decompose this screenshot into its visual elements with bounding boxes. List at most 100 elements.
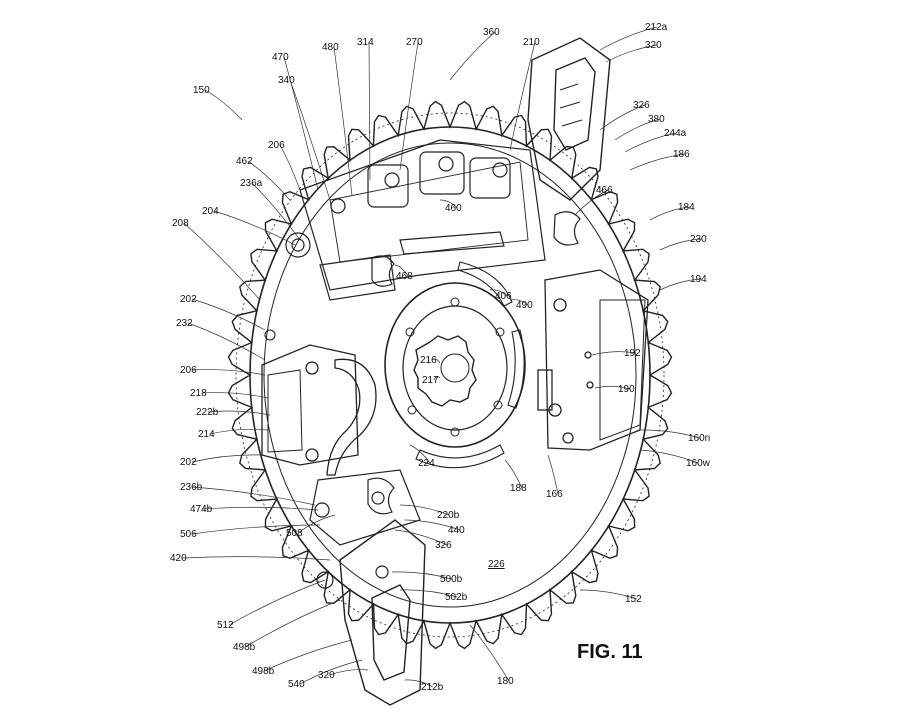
ref-150: 150 <box>193 85 210 96</box>
ref-490: 490 <box>516 300 533 311</box>
leader-line <box>333 46 353 196</box>
ref-470: 470 <box>272 52 289 63</box>
left-actuator <box>261 344 377 476</box>
ref-230: 230 <box>690 234 707 245</box>
ref-326: 326 <box>435 540 452 551</box>
figure-caption: FIG. 11 <box>577 641 643 663</box>
leader-line <box>244 599 341 648</box>
ref-212a: 212a <box>645 22 668 33</box>
ref-270: 270 <box>406 37 423 48</box>
leader-line <box>624 132 677 153</box>
leader-line <box>394 264 409 277</box>
leader-line <box>191 369 266 376</box>
ref-244a: 244a <box>664 128 687 139</box>
leader-line <box>489 289 508 297</box>
leader-line <box>279 144 301 191</box>
leader-line <box>639 449 699 464</box>
ref-210: 210 <box>523 37 540 48</box>
ref-236a: 236a <box>240 178 263 189</box>
leader-line <box>547 454 559 495</box>
ref-236b: 236b <box>180 482 203 493</box>
ref-474b: 474b <box>190 504 213 515</box>
ref-204: 204 <box>202 206 219 217</box>
leader-line <box>191 298 266 331</box>
ref-188: 188 <box>510 483 527 494</box>
spider-hub <box>384 282 526 448</box>
leader-line <box>659 278 703 291</box>
leader-line <box>209 428 269 435</box>
ref-440: 440 <box>448 525 465 536</box>
chainring-slots <box>264 261 525 469</box>
ref-226: 226 <box>488 559 505 570</box>
leader-line <box>579 589 638 600</box>
leader-line <box>629 153 686 171</box>
ref-152: 152 <box>625 594 642 605</box>
leader-line <box>504 459 523 489</box>
ref-202: 202 <box>180 294 197 305</box>
leader-line <box>191 524 321 535</box>
leader-line <box>391 571 453 580</box>
ref-466: 466 <box>596 185 613 196</box>
leader-line <box>399 41 419 171</box>
ref-406: 406 <box>495 291 512 302</box>
leader-line <box>409 444 431 464</box>
ref-206: 206 <box>268 140 285 151</box>
ref-506: 506 <box>180 529 197 540</box>
ref-232: 232 <box>176 318 193 329</box>
teeth-outline <box>227 100 673 650</box>
ref-500b: 500b <box>440 574 463 585</box>
ref-498b: 498b <box>252 666 275 677</box>
leader-line <box>509 299 529 306</box>
ref-360: 360 <box>483 27 500 38</box>
leader-line <box>213 210 296 246</box>
leader-line <box>399 589 458 598</box>
leader-line <box>201 506 319 511</box>
leader-line <box>591 351 637 356</box>
ref-540: 540 <box>288 679 305 690</box>
leader-line <box>574 189 609 216</box>
ref-462: 462 <box>236 156 253 167</box>
leader-line <box>404 679 434 688</box>
ref-166: 166 <box>546 489 563 500</box>
ref-218: 218 <box>190 388 207 399</box>
ref-180: 180 <box>497 676 514 687</box>
ref-320: 320 <box>318 670 335 681</box>
ref-208: 208 <box>172 218 189 229</box>
chainring-teeth <box>227 100 673 650</box>
ref-186: 186 <box>673 149 690 160</box>
leader-line <box>329 669 369 676</box>
ref-216: 216 <box>420 355 437 366</box>
leader-line <box>191 486 316 506</box>
leader-line <box>283 56 319 191</box>
leader-line <box>251 182 301 241</box>
ref-220b: 220b <box>437 510 460 521</box>
ref-498b: 498b <box>233 642 256 653</box>
leader-line <box>399 504 450 516</box>
ref-326: 326 <box>633 100 650 111</box>
leader-line <box>431 358 441 364</box>
ref-224: 224 <box>418 458 435 469</box>
leader-line <box>509 41 536 151</box>
ref-420: 420 <box>170 553 187 564</box>
ref-480: 480 <box>322 42 339 53</box>
ref-320: 320 <box>645 40 662 51</box>
ref-340: 340 <box>278 75 295 86</box>
ref-206: 206 <box>180 365 197 376</box>
leader-line <box>187 322 266 361</box>
leader-line <box>204 89 243 121</box>
crank-arm-upper <box>527 37 611 201</box>
leader-line <box>469 624 510 682</box>
leader-line <box>659 238 703 251</box>
leader-line <box>191 454 263 463</box>
leader-line <box>297 514 336 534</box>
ref-212b: 212b <box>421 682 444 693</box>
ref-192: 192 <box>624 348 641 359</box>
ref-314: 314 <box>357 37 374 48</box>
ref-502b: 502b <box>445 592 468 603</box>
ref-190: 190 <box>618 384 635 395</box>
ref-508: 508 <box>286 528 303 539</box>
ref-222b: 222b <box>196 407 219 418</box>
leader-line <box>207 410 271 416</box>
ref-160n: 160n <box>688 433 710 444</box>
